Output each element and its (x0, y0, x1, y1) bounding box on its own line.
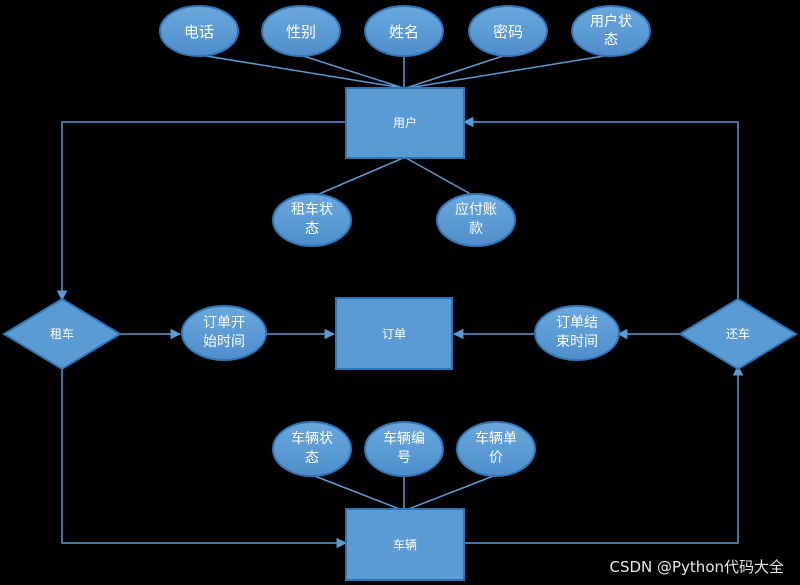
attr-user-status-line1: 用户状 (590, 13, 632, 30)
attr-vehicle-unit-price-line1: 车辆单 (475, 430, 517, 447)
connector-vehicle-to-return (464, 364, 744, 544)
connector-vehicle-price (405, 474, 497, 511)
attr-order-end-time-line2: 束时间 (556, 334, 598, 350)
entity-order: 订单 (335, 297, 453, 370)
connector-rent-to-vehicle (61, 368, 348, 549)
relationship-rent-label: 租车 (50, 326, 74, 341)
attr-user-status-line2: 态 (604, 32, 618, 48)
attr-payable-amount-line2: 款 (469, 221, 483, 237)
attr-vehicle-number-line2: 号 (397, 450, 411, 466)
attr-user-status: 用户状 态 (571, 5, 651, 57)
flow-connectors (56, 116, 744, 549)
watermark: CSDN @Python代码大全 (609, 558, 784, 576)
attr-vehicle-unit-price: 车辆单 价 (456, 421, 536, 477)
attr-payable-amount: 应付账 款 (436, 193, 516, 247)
relationship-return: 还车 (678, 297, 798, 371)
attr-rental-status-line2: 态 (305, 221, 319, 237)
attr-name: 姓名 (364, 5, 444, 57)
attr-order-end-time: 订单结 束时间 (534, 305, 620, 361)
attr-vehicle-number: 车辆编 号 (364, 421, 444, 477)
attr-order-end-time-line1: 订单结 (556, 315, 598, 331)
attr-gender: 性别 (261, 5, 341, 57)
entity-vehicle-label: 车辆 (393, 537, 417, 552)
attr-vehicle-unit-price-line2: 价 (489, 450, 503, 466)
attr-rental-status: 租车状 态 (272, 193, 352, 247)
connector-user-to-rent (56, 121, 346, 302)
attr-order-start-time-line2: 始时间 (203, 334, 245, 350)
entity-user: 用户 (345, 87, 465, 159)
connector-return-to-user (462, 116, 739, 298)
connector-user-status (407, 54, 611, 89)
attr-gender-label: 性别 (286, 23, 316, 41)
attr-name-label: 姓名 (389, 23, 419, 41)
relationship-rent: 租车 (2, 297, 122, 371)
attr-password-label: 密码 (493, 23, 523, 41)
entity-vehicle: 车辆 (345, 508, 465, 581)
attr-order-start-time-line1: 订单开 (203, 315, 245, 331)
attr-order-start-time: 订单开 始时间 (181, 305, 267, 361)
relationship-return-label: 还车 (726, 326, 750, 341)
attr-vehicle-status: 车辆状 态 (272, 421, 352, 477)
attr-payable-amount-line1: 应付账 (455, 201, 497, 218)
connector-vehicle-status (311, 474, 403, 511)
connector-rental-status (311, 157, 404, 198)
connector-phone (199, 54, 404, 89)
connector-payable-amount (405, 157, 477, 198)
attr-vehicle-number-line1: 车辆编 (383, 430, 425, 447)
attr-vehicle-status-line2: 态 (305, 450, 319, 466)
connector-password (405, 54, 507, 89)
attr-phone: 电话 (159, 5, 239, 57)
attr-rental-status-line1: 租车状 (291, 201, 333, 218)
attr-phone-label: 电话 (184, 23, 214, 41)
attribute-connectors (199, 54, 611, 511)
entity-user-label: 用户 (393, 115, 417, 130)
entity-order-label: 订单 (382, 327, 406, 341)
attr-vehicle-status-line1: 车辆状 (291, 430, 333, 447)
attr-password: 密码 (468, 5, 548, 57)
connector-gender (299, 54, 404, 89)
